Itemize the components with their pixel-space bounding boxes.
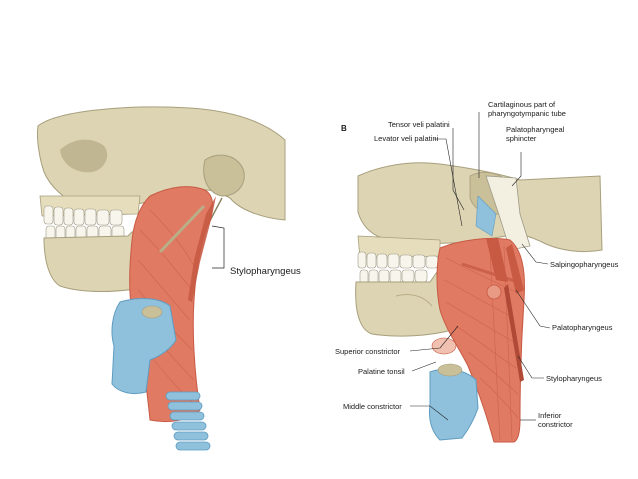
- label-levator-veli-palatini: Levator veli palatini: [374, 134, 439, 143]
- panel-b-letter: B: [341, 124, 347, 133]
- label-salpingopharyngeus: Salpingopharyngeus: [550, 260, 619, 269]
- teeth-upper-a: [43, 205, 123, 226]
- pharyngeal-muscles-a: [129, 186, 213, 423]
- pharyngeal-muscles-b: [436, 237, 525, 443]
- label-inferior-line1: Inferior: [538, 411, 562, 420]
- label-palatopharyngeal-sphincter: Palatopharyngeal sphincter: [506, 125, 564, 143]
- label-stylopharyngeus-b: Stylopharyngeus: [546, 374, 602, 383]
- label-palatine-tonsil: Palatine tonsil: [358, 367, 405, 376]
- label-tensor-veli-palatini: Tensor veli palatini: [388, 120, 450, 129]
- larynx-a: [111, 298, 177, 395]
- label-stylopharyngeus-a: Stylopharyngeus: [230, 266, 301, 277]
- label-cartilaginous-part: Cartilaginous part of pharyngotympanic t…: [488, 100, 566, 118]
- panel-b-illustration: [355, 162, 603, 443]
- teeth-lower-b: [359, 269, 428, 285]
- leader-lines-b: [409, 112, 551, 421]
- label-inferior-constrictor: Inferior constrictor: [538, 411, 573, 429]
- label-inferior-line2: constrictor: [538, 420, 573, 429]
- label-superior-constrictor: Superior constrictor: [335, 347, 401, 356]
- trachea-a: [165, 391, 211, 451]
- label-palatopharyngeal-line1: Palatopharyngeal: [506, 125, 565, 134]
- teeth-upper-b: [357, 251, 439, 269]
- label-cartilaginous-line1: Cartilaginous part of: [488, 100, 556, 109]
- larynx-b: [429, 368, 479, 441]
- label-middle-constrictor: Middle constrictor: [343, 402, 402, 411]
- label-cartilaginous-line2: pharyngotympanic tube: [488, 109, 566, 118]
- label-palatopharyngeus: Palatopharyngeus: [552, 323, 613, 332]
- label-palatopharyngeal-line2: sphincter: [506, 134, 537, 143]
- panel-a-illustration: [37, 106, 286, 451]
